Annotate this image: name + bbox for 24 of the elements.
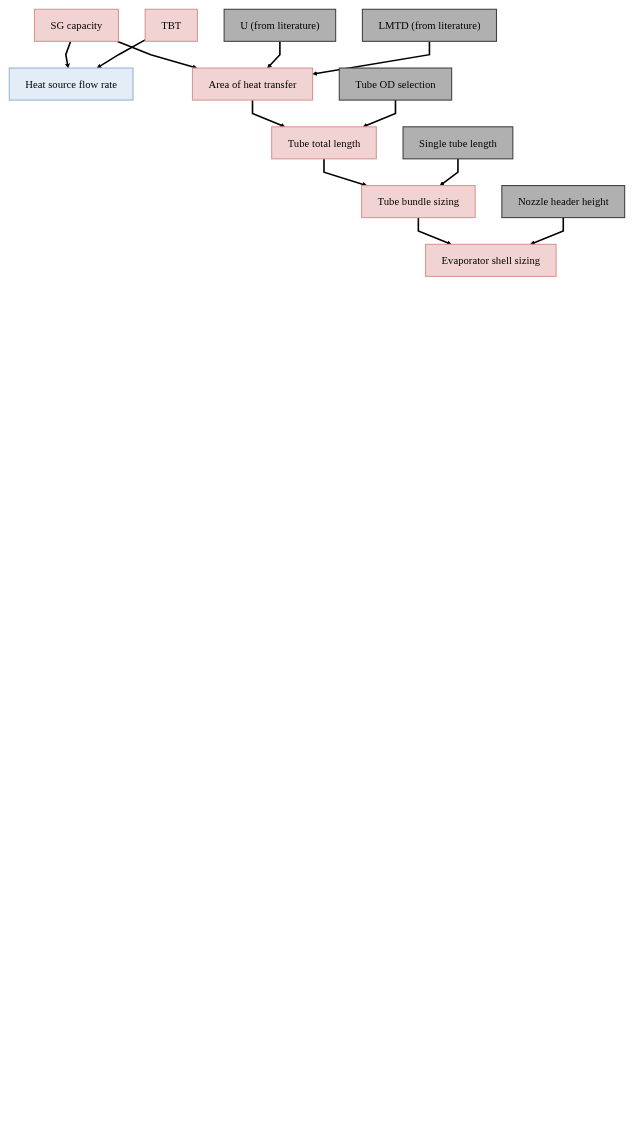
node-box [361, 8, 498, 42]
arrow [323, 158, 368, 187]
node-box [191, 67, 314, 101]
node-box [271, 126, 377, 160]
arrow [116, 40, 198, 70]
arrow [439, 158, 459, 186]
node-box [338, 67, 453, 101]
arrow [251, 99, 286, 128]
node-box [402, 126, 514, 160]
node-box [144, 8, 198, 42]
arrow [312, 40, 431, 76]
node-box [8, 67, 134, 101]
arrow [417, 216, 452, 245]
node-box [425, 243, 557, 277]
node-box [33, 8, 119, 42]
arrow [267, 40, 281, 69]
arrow [65, 40, 72, 69]
arrow [530, 216, 565, 245]
arrow [96, 39, 146, 69]
node-box [361, 185, 476, 219]
flowchart-drawing: SG capacity TBT Heat source flow rate U (from literature) LMTD (from literature) Area of heat transfer Tube OD selection Tube total length Single tube length Tube bundle sizing Nozzle header height Evaporator shell sizing [5, 5, 629, 281]
arrow [362, 99, 397, 128]
node-box [501, 185, 626, 219]
node-box [223, 8, 337, 42]
